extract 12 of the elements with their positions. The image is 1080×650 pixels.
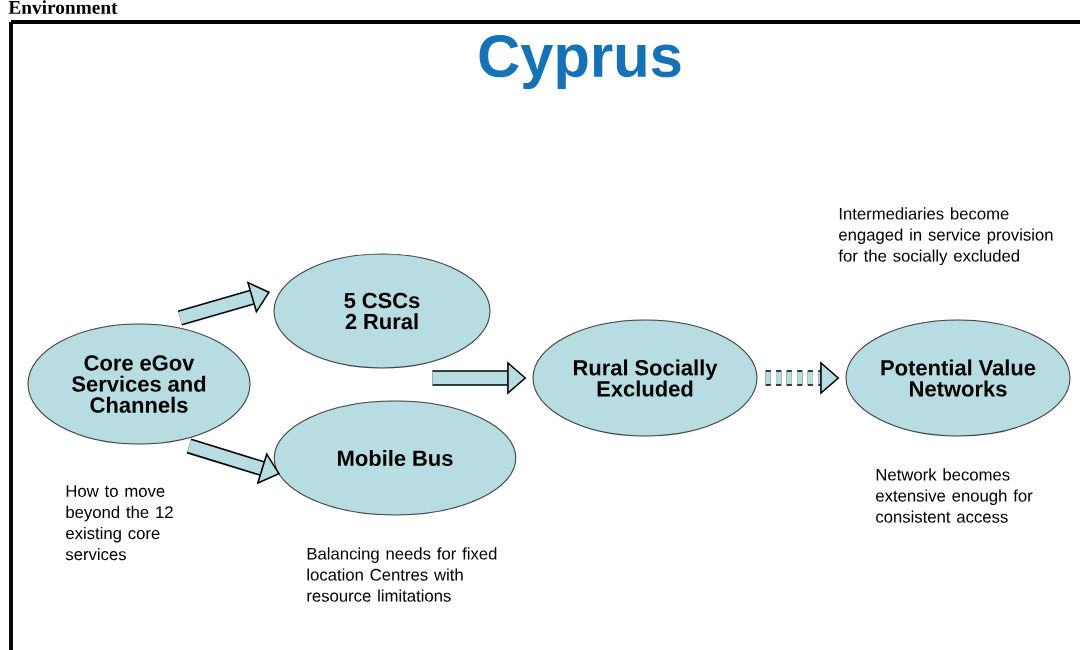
ellipse-node: Potential Value Networks <box>845 319 1071 437</box>
note-text: How to move beyond the 12 existing core services <box>65 485 173 561</box>
ellipse-node: Mobile Bus <box>273 400 517 516</box>
note-text: Network becomes extensive enough for consistent access <box>876 468 1033 523</box>
note-text: Intermediaries become engaged in service provision for the socially excluded <box>838 207 1053 266</box>
ellipse-node: Rural Socially Excluded <box>532 319 758 437</box>
title: Cyprus <box>479 34 681 90</box>
block-arrow <box>177 281 270 326</box>
heading: Environment <box>8 0 118 14</box>
ellipse-node: Core eGov Services and Channels <box>27 323 251 445</box>
ellipse-node: 5 CSCs 2 Rural <box>273 253 491 369</box>
note-text: Balancing needs for fixed location Centres with resource limitations <box>307 547 497 602</box>
